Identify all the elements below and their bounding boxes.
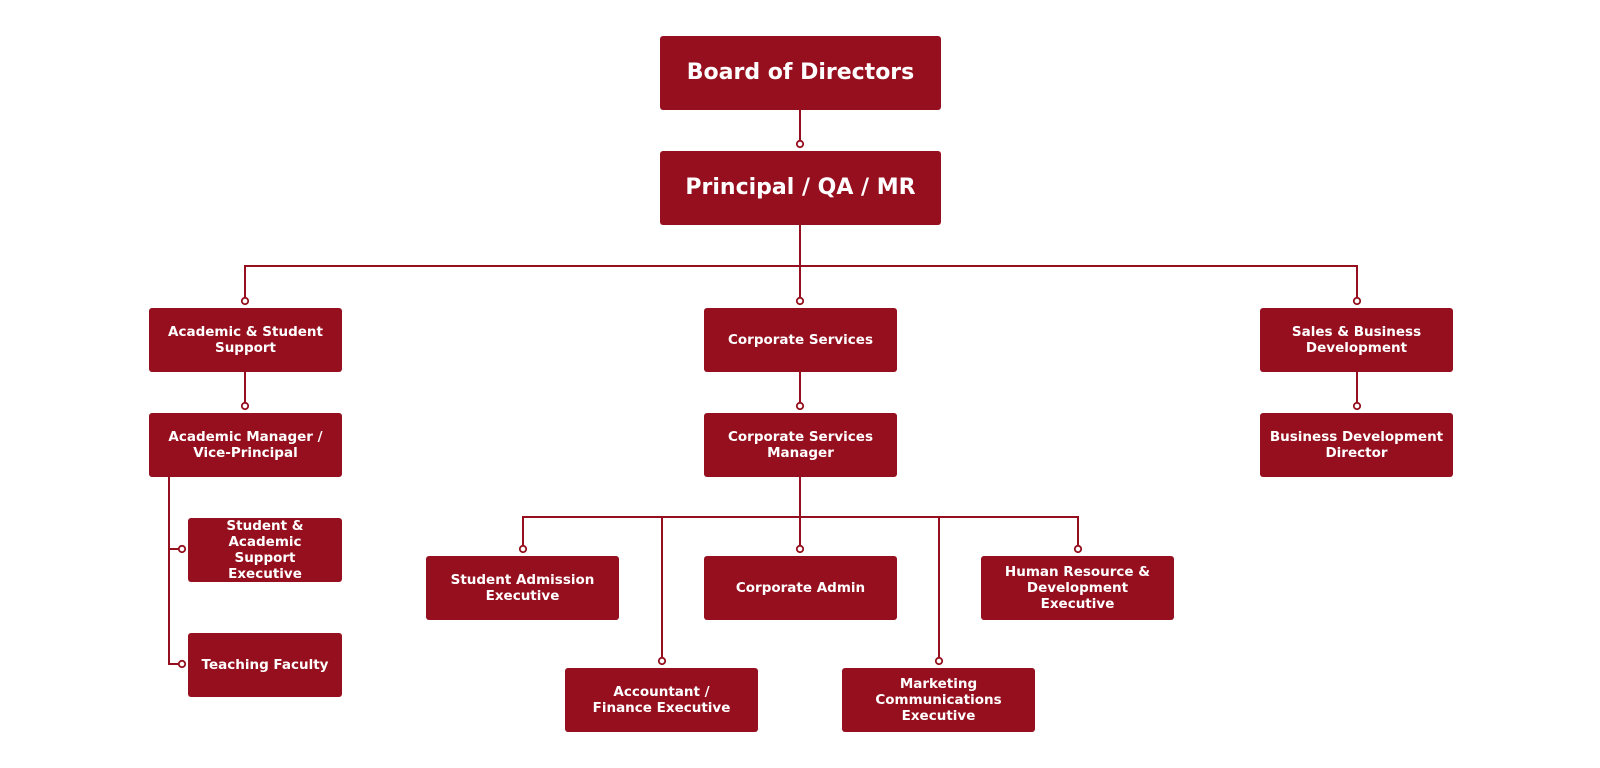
student-admission-executive-node: Student Admission Executive bbox=[426, 556, 619, 620]
sales-business-development-node: Sales & Business Development bbox=[1260, 308, 1453, 372]
corporate-services-node: Corporate Services bbox=[704, 308, 897, 372]
board-of-directors-node: Board of Directors bbox=[660, 36, 941, 110]
academic-manager-node: Academic Manager / Vice-Principal bbox=[149, 413, 342, 477]
marketing-communications-executive-node: Marketing Communications Executive bbox=[842, 668, 1035, 732]
corporate-services-manager-node: Corporate Services Manager bbox=[704, 413, 897, 477]
principal-node: Principal / QA / MR bbox=[660, 151, 941, 225]
teaching-faculty-node: Teaching Faculty bbox=[188, 633, 342, 697]
business-development-director-node: Business Development Director bbox=[1260, 413, 1453, 477]
corporate-admin-node: Corporate Admin bbox=[704, 556, 897, 620]
student-academic-support-executive-node: Student & Academic Support Executive bbox=[188, 518, 342, 582]
academic-student-support-node: Academic & Student Support bbox=[149, 308, 342, 372]
human-resource-development-executive-node: Human Resource & Development Executive bbox=[981, 556, 1174, 620]
accountant-finance-executive-node: Accountant / Finance Executive bbox=[565, 668, 758, 732]
